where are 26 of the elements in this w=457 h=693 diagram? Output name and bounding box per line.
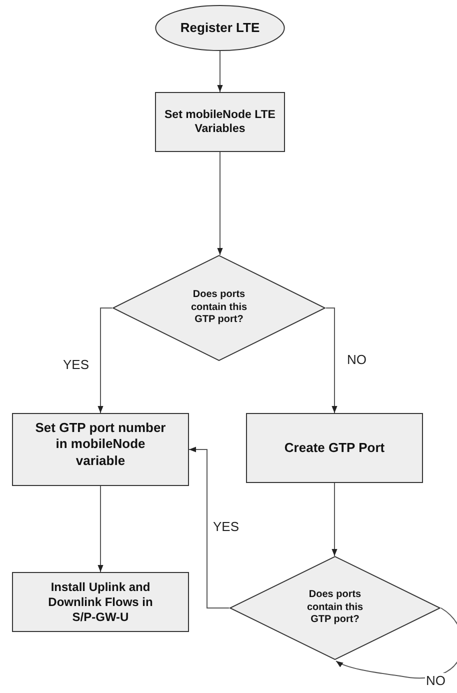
edge-label: YES — [212, 519, 240, 534]
decision-diamond — [112, 255, 326, 361]
node-label: Create GTP Port — [284, 440, 385, 456]
node-label: Does ports contain this GTP port? — [190, 289, 248, 327]
node-label: Register LTE — [180, 20, 260, 36]
edge-label: NO — [425, 673, 446, 688]
edge-label: NO — [346, 352, 368, 367]
start-oval — [155, 5, 285, 51]
arrow — [98, 308, 112, 414]
arrow — [188, 446, 230, 608]
arrow — [217, 50, 223, 92]
process-box — [12, 413, 189, 486]
node-label: Set mobileNode LTE Variables — [164, 108, 276, 136]
arrow — [332, 482, 338, 556]
process-box — [155, 92, 285, 152]
arrow — [326, 308, 338, 414]
process-box — [246, 413, 423, 483]
decision-diamond — [229, 556, 441, 660]
arrow — [217, 152, 223, 256]
edge-label: YES — [62, 357, 90, 372]
process-box — [12, 572, 189, 632]
arrow — [98, 486, 104, 572]
node-label: Install Uplink and Downlink Flows in S/P-GW-U — [47, 580, 154, 624]
arrow — [336, 608, 457, 679]
node-label: Set GTP port number in mobileNode variable — [34, 420, 167, 469]
node-label: Does ports contain this GTP port? — [306, 589, 364, 627]
